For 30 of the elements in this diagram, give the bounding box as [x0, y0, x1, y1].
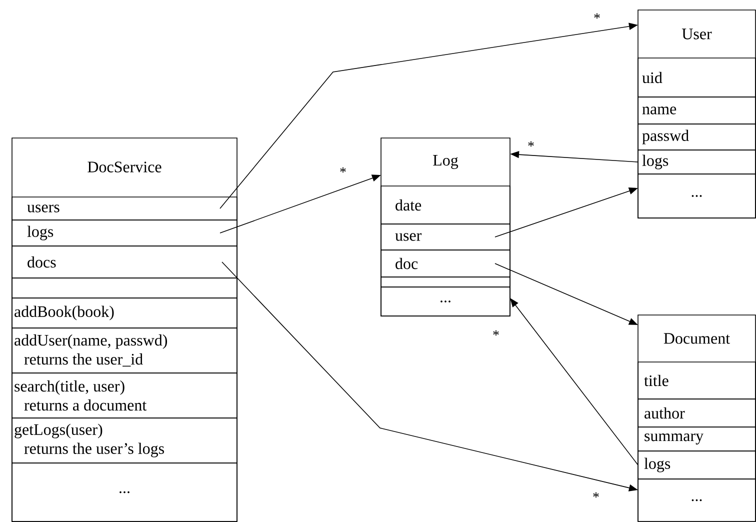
edge-label: * [492, 329, 500, 341]
class-row: date [380, 186, 510, 224]
class-row: addBook(book) [12, 298, 238, 328]
class-row: author [638, 398, 756, 428]
class-row: users [12, 196, 238, 220]
edge-label: * [526, 140, 536, 152]
empty-row [12, 278, 238, 298]
ellipsis-row: ... [380, 286, 510, 316]
class-row: summary [638, 426, 756, 452]
class-row: docs [12, 246, 238, 278]
class-row: logs [12, 220, 238, 246]
class-row: user [380, 224, 510, 250]
ellipsis-row: ... [638, 478, 756, 522]
arrow [510, 298, 638, 466]
class-row: title [638, 362, 756, 400]
edge-label: * [592, 12, 602, 24]
ellipsis-row: ... [12, 462, 238, 522]
class-row: addUser(name, passwd) returns the user_id [12, 328, 238, 374]
class-row: passwd [638, 124, 756, 150]
edge-label: * [338, 166, 348, 178]
ellipsis-row: ... [638, 174, 756, 218]
class-row: logs [638, 450, 756, 480]
empty-row [380, 276, 510, 288]
class-row: search(title, user) returns a document [12, 372, 238, 418]
class-row: name [638, 96, 756, 124]
class-row: getLogs(user) returns the user’s logs [12, 418, 238, 464]
class-row: logs [638, 150, 756, 174]
edge-label: * [592, 491, 600, 503]
class-row: uid [638, 58, 756, 98]
class-row: doc [380, 250, 510, 278]
